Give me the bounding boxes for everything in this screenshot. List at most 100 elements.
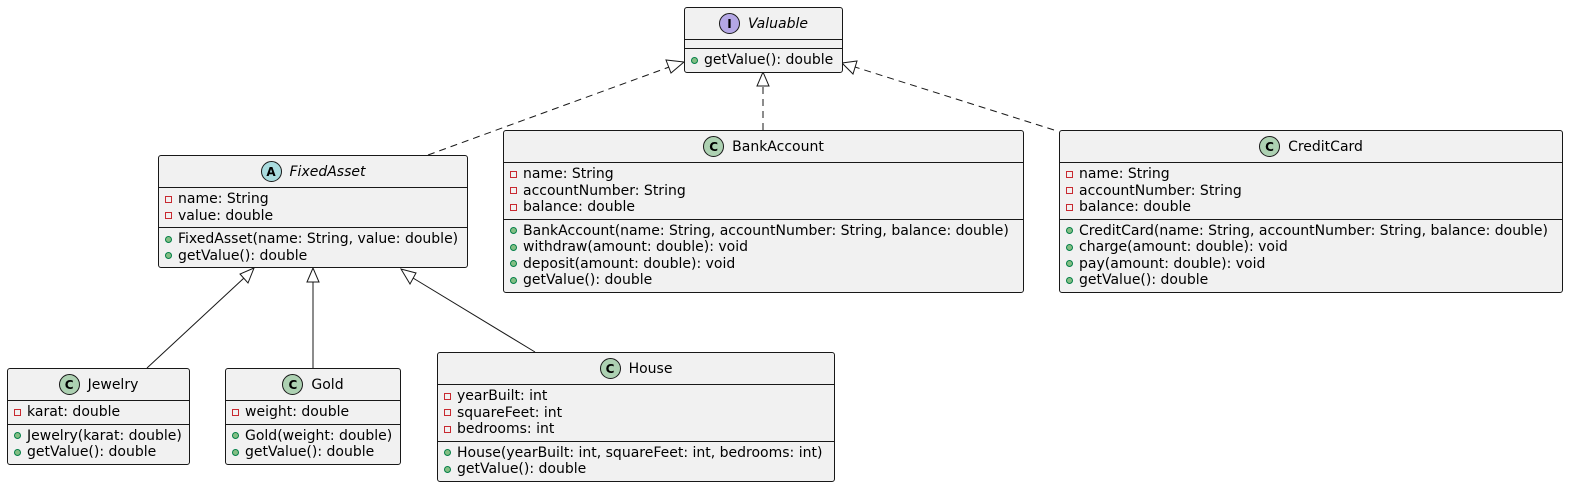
method-text: Jewelry(karat: double) xyxy=(27,427,182,444)
field-text: balance: double xyxy=(523,199,635,216)
class-name: CreditCard xyxy=(1288,138,1363,155)
class-box-valuable[interactable]: I Valuable getValue(): double xyxy=(684,7,843,73)
class-name: FixedAsset xyxy=(289,163,366,180)
class-name: House xyxy=(628,360,673,377)
private-visibility-icon xyxy=(510,170,517,178)
private-visibility-icon xyxy=(1066,170,1073,178)
arrowhead-gold-fixedasset xyxy=(306,266,320,283)
method-text: FixedAsset(name: String, value: double) xyxy=(178,231,459,248)
field-text: weight: double xyxy=(245,404,350,421)
fields-compartment: weight: double xyxy=(226,401,400,425)
field-text: name: String xyxy=(1079,166,1170,183)
private-visibility-icon xyxy=(165,212,172,220)
method-text: Gold(weight: double) xyxy=(245,427,393,444)
method-row: getValue(): double xyxy=(1060,272,1562,289)
private-visibility-icon xyxy=(444,425,451,433)
field-row: accountNumber: String xyxy=(1060,183,1562,200)
field-text: balance: double xyxy=(1079,199,1191,216)
field-row: value: double xyxy=(159,208,467,225)
method-row: getValue(): double xyxy=(226,444,400,461)
method-row: getValue(): double xyxy=(438,461,834,478)
arrowhead-jewelry-fixedasset xyxy=(239,267,255,284)
class-badge-icon: C xyxy=(58,374,80,395)
private-visibility-icon xyxy=(165,195,172,203)
arrowhead-house-fixedasset xyxy=(399,268,417,286)
abstract-badge-icon: A xyxy=(260,161,282,182)
method-text: House(yearBuilt: int, squareFeet: int, b… xyxy=(457,444,823,461)
class-header: I Valuable xyxy=(685,8,842,40)
method-row: Gold(weight: double) xyxy=(226,428,400,445)
methods-compartment: House(yearBuilt: int, squareFeet: int, b… xyxy=(438,442,834,481)
class-badge-icon: C xyxy=(1259,136,1281,157)
private-visibility-icon xyxy=(1066,187,1073,195)
methods-compartment: Jewelry(karat: double)getValue(): double xyxy=(8,425,189,464)
method-text: getValue(): double xyxy=(457,461,587,478)
method-row: Jewelry(karat: double) xyxy=(8,428,189,445)
method-row: FixedAsset(name: String, value: double) xyxy=(159,231,467,248)
field-text: bedrooms: int xyxy=(457,421,555,438)
public-visibility-icon xyxy=(510,227,517,235)
class-name: BankAccount xyxy=(732,138,824,155)
method-text: getValue(): double xyxy=(704,52,834,69)
public-visibility-icon xyxy=(1066,227,1073,235)
class-header: C BankAccount xyxy=(504,131,1023,163)
fields-compartment: karat: double xyxy=(8,401,189,425)
private-visibility-icon xyxy=(1066,203,1073,211)
public-visibility-icon xyxy=(232,432,239,440)
field-text: name: String xyxy=(178,191,269,208)
field-text: name: String xyxy=(523,166,614,183)
public-visibility-icon xyxy=(691,56,698,64)
class-name: Gold xyxy=(311,376,344,393)
class-box-gold[interactable]: C Gold weight: double Gold(weight: doubl… xyxy=(225,368,401,465)
class-badge-icon: C xyxy=(282,374,304,395)
private-visibility-icon xyxy=(510,203,517,211)
private-visibility-icon xyxy=(444,409,451,417)
method-row: getValue(): double xyxy=(159,248,467,265)
public-visibility-icon xyxy=(510,276,517,284)
class-header: C Jewelry xyxy=(8,369,189,401)
field-row: accountNumber: String xyxy=(504,183,1023,200)
public-visibility-icon xyxy=(232,448,239,456)
method-row: CreditCard(name: String, accountNumber: … xyxy=(1060,223,1562,240)
method-text: deposit(amount: double): void xyxy=(523,255,736,272)
method-text: pay(amount: double): void xyxy=(1079,255,1266,272)
class-header: C Gold xyxy=(226,369,400,401)
class-badge-icon: C xyxy=(599,358,621,379)
field-row: squareFeet: int xyxy=(438,405,834,422)
methods-compartment: CreditCard(name: String, accountNumber: … xyxy=(1060,220,1562,292)
method-row: charge(amount: double): void xyxy=(1060,239,1562,256)
method-row: BankAccount(name: String, accountNumber:… xyxy=(504,223,1023,240)
public-visibility-icon xyxy=(444,465,451,473)
public-visibility-icon xyxy=(14,432,21,440)
public-visibility-icon xyxy=(1066,243,1073,251)
method-text: getValue(): double xyxy=(523,272,653,289)
private-visibility-icon xyxy=(444,392,451,400)
field-row: weight: double xyxy=(226,404,400,421)
public-visibility-icon xyxy=(510,260,517,268)
arrowhead-creditcard-valuable xyxy=(840,60,858,75)
field-row: name: String xyxy=(504,166,1023,183)
field-row: balance: double xyxy=(504,199,1023,216)
field-text: squareFeet: int xyxy=(457,404,563,421)
class-header: C House xyxy=(438,353,834,385)
class-box-jewelry[interactable]: C Jewelry karat: double Jewelry(karat: d… xyxy=(7,368,190,465)
class-header: A FixedAsset xyxy=(159,156,467,188)
field-text: yearBuilt: int xyxy=(457,388,548,405)
public-visibility-icon xyxy=(510,243,517,251)
method-row: deposit(amount: double): void xyxy=(504,256,1023,273)
field-row: name: String xyxy=(1060,166,1562,183)
class-name: Jewelry xyxy=(87,376,139,393)
fields-compartment xyxy=(685,40,842,49)
field-row: yearBuilt: int xyxy=(438,388,834,405)
method-text: getValue(): double xyxy=(27,444,157,461)
field-text: value: double xyxy=(178,207,274,224)
method-row: House(yearBuilt: int, squareFeet: int, b… xyxy=(438,445,834,462)
method-text: charge(amount: double): void xyxy=(1079,239,1288,256)
